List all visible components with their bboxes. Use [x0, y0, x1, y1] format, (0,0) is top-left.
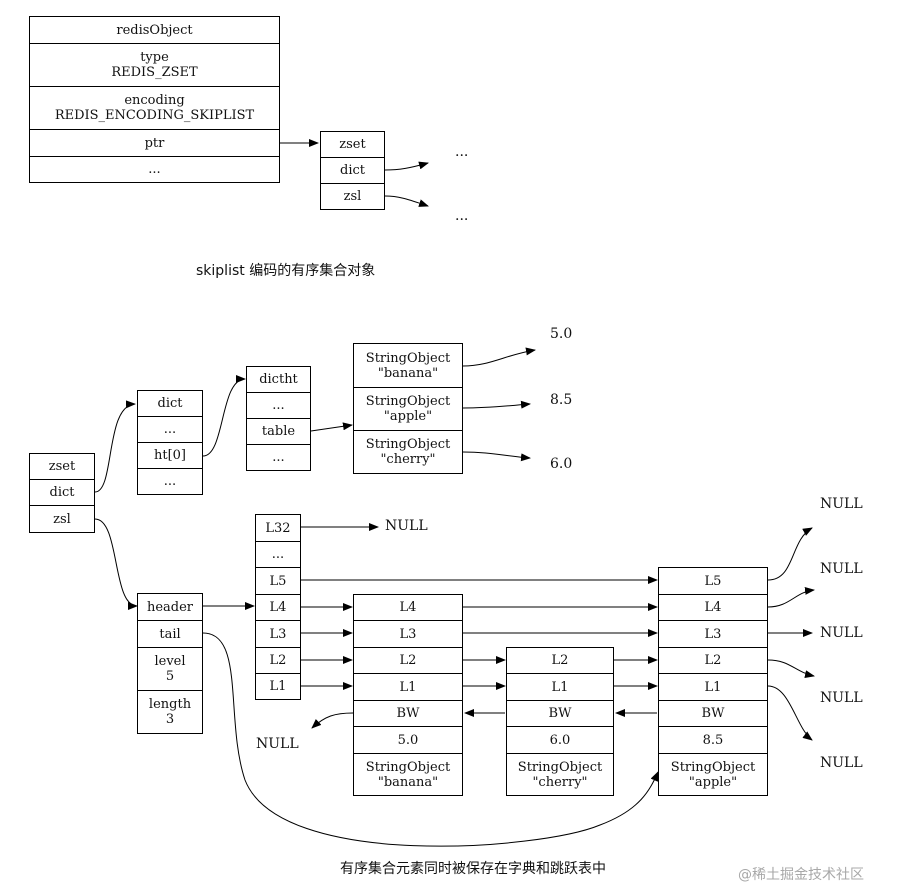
header-l2: L2 [256, 648, 300, 674]
cherry-bw: BW [507, 701, 613, 727]
arrow-apple-l4-null [767, 586, 815, 608]
score-banana: 5.0 [550, 326, 573, 342]
dictht-ellipsis-2: ... [272, 450, 285, 465]
null-l2: NULL [820, 690, 863, 706]
apple-bw: BW [659, 701, 767, 727]
banana-l4: L4 [354, 595, 462, 621]
header-node-box: L32 ... L5 L4 L3 L2 L1 [255, 514, 301, 700]
zsl-header: header [138, 594, 202, 621]
top-ellipsis-dict: ... [455, 144, 469, 160]
bw-null-label: NULL [256, 736, 299, 752]
top-zset-dict: dict [321, 158, 384, 184]
dict-ht0: ht[0] [138, 443, 202, 469]
apple-l5: L5 [659, 568, 767, 595]
arrow-apple-score [462, 400, 531, 409]
dict-box: dict ... ht[0] ... [137, 390, 203, 495]
arrow-dict-ellipsis [384, 161, 429, 171]
node-apple: L5 L4 L3 L2 L1 BW 8.5 StringObject "appl… [658, 567, 768, 796]
top-caption: skiplist 编码的有序集合对象 [196, 263, 376, 279]
node-cherry: L2 L1 BW 6.0 StringObject "cherry" [506, 647, 614, 796]
null-l1: NULL [820, 755, 863, 771]
apple-l1: L1 [659, 674, 767, 701]
entry-cherry: StringObject "cherry" [365, 437, 451, 467]
cherry-obj: StringObject "cherry" [517, 759, 603, 790]
header-ellipsis: ... [256, 542, 300, 568]
arrow-tail-apple [202, 632, 659, 847]
arrow-apple-l5-null [767, 527, 813, 581]
null-l4: NULL [820, 561, 863, 577]
bottom-caption: 有序集合元素同时被保存在字典和跳跃表中 [340, 861, 606, 877]
apple-obj: StringObject "apple" [670, 759, 756, 790]
header-null-label: NULL [385, 518, 428, 534]
redisobject-type: type REDIS_ZSET [30, 44, 279, 87]
header-l3: L3 [256, 621, 300, 648]
header-l5: L5 [256, 568, 300, 595]
redisobject-title: redisObject [30, 17, 279, 44]
banana-l3: L3 [354, 621, 462, 648]
banana-obj: StringObject "banana" [365, 759, 451, 790]
entry-apple: StringObject "apple" [354, 388, 462, 431]
dict-ellipsis-1: ... [138, 417, 202, 443]
zsl-length: length 3 [148, 697, 192, 727]
top-zset-label: zset [321, 132, 384, 158]
arrow-zset-zsl [94, 518, 138, 610]
banana-score: 5.0 [354, 727, 462, 754]
entry-banana: StringObject "banana" [354, 344, 462, 388]
score-apple: 8.5 [550, 392, 573, 408]
zsl-box: header tail level 5 length 3 [137, 593, 203, 734]
dict-entries-box: StringObject "banana" StringObject "appl… [353, 343, 463, 474]
banana-l1: L1 [354, 674, 462, 701]
watermark: @稀土掘金技术社区 [738, 867, 864, 883]
dict-ellipsis-2: ... [163, 474, 177, 489]
header-l4: L4 [256, 595, 300, 621]
node-banana: L4 L3 L2 L1 BW 5.0 StringObject "banana" [353, 594, 463, 796]
redisobject-ellipsis: ... [148, 162, 161, 177]
banana-bw: BW [354, 701, 462, 727]
arrow-zsl-ellipsis [384, 195, 429, 207]
cherry-score: 6.0 [507, 727, 613, 754]
arrow-apple-l1-null [767, 685, 813, 741]
null-l3: NULL [820, 625, 863, 641]
redisobject-box: redisObject type REDIS_ZSET encoding RED… [29, 16, 280, 183]
zsl-level: level 5 [138, 648, 202, 691]
dictht-box: dictht ... table ... [246, 366, 311, 471]
banana-l2: L2 [354, 648, 462, 674]
zset-dict: dict [30, 480, 94, 506]
zsl-tail: tail [138, 621, 202, 648]
cherry-l2: L2 [507, 648, 613, 674]
redisobject-ptr: ptr [30, 130, 279, 157]
arrow-zset-dict [94, 400, 136, 493]
score-cherry: 6.0 [550, 456, 573, 472]
zset-zsl: zsl [53, 511, 71, 527]
top-zset-zsl: zsl [343, 189, 362, 204]
dictht-label: dictht [247, 367, 310, 393]
top-ellipsis-zsl: ... [455, 208, 469, 224]
apple-l3: L3 [659, 621, 767, 648]
apple-l2: L2 [659, 648, 767, 674]
arrow-bw-banana-null [311, 712, 354, 729]
zset-label: zset [30, 454, 94, 480]
header-l32: L32 [256, 515, 300, 542]
apple-l4: L4 [659, 595, 767, 621]
cherry-l1: L1 [507, 674, 613, 701]
arrow-cherry-score [462, 451, 531, 462]
dict-label: dict [138, 391, 202, 417]
arrow-table-entries [310, 422, 353, 432]
dictht-ellipsis-1: ... [247, 393, 310, 419]
dictht-table: table [247, 419, 310, 445]
apple-score: 8.5 [659, 727, 767, 754]
null-l5: NULL [820, 496, 863, 512]
arrow-apple-l2-null [767, 659, 815, 679]
zset-box: zset dict zsl [29, 453, 95, 533]
redisobject-encoding: encoding REDIS_ENCODING_SKIPLIST [30, 87, 279, 130]
top-zset-box: zset dict zsl [320, 131, 385, 210]
header-l1: L1 [269, 679, 287, 694]
arrow-ht0-dictht [202, 375, 246, 457]
arrow-banana-score [462, 347, 536, 367]
